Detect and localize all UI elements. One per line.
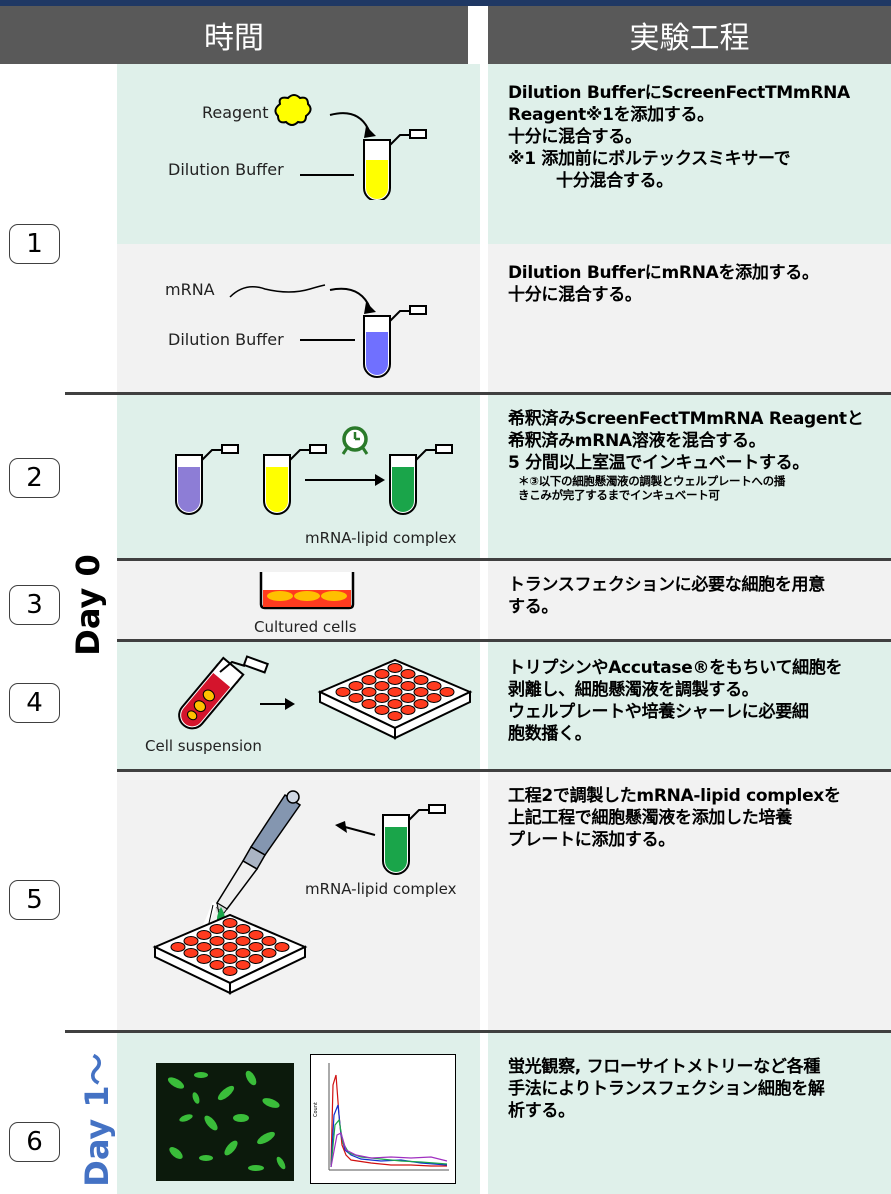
- label-cell-suspension: Cell suspension: [145, 737, 262, 755]
- label-dilution-buffer-2: Dilution Buffer: [168, 330, 284, 349]
- desc-band-5: [488, 772, 891, 1030]
- step-number-2: 2: [9, 458, 60, 498]
- chart-ylabel: Count: [313, 1102, 319, 1117]
- blue-tube-icon: [366, 332, 388, 375]
- purple-tube-icon: [178, 467, 200, 512]
- desc-step-4: トリプシンやAccutase®をもちいて細胞を 剥離し、細胞懸濁液を調製する。 …: [508, 657, 888, 745]
- desc-6-line2: 手法によりトランスフェクション細胞を解: [508, 1079, 825, 1099]
- green-tube-icon: [392, 467, 414, 512]
- band-5: [117, 772, 480, 1030]
- label-complex-2: mRNA-lipid complex: [305, 529, 457, 547]
- separator-1: [65, 392, 891, 395]
- desc-2-line1: 希釈済みScreenFectTMmRNA Reagentと: [508, 409, 864, 429]
- band-strip-1a: [117, 64, 133, 244]
- label-mrna: mRNA: [165, 280, 215, 299]
- day-0-label: Day 0: [69, 554, 107, 656]
- desc-6-line1: 蛍光観察, フローサイトメトリーなど各種: [508, 1057, 821, 1077]
- desc-band-1b: [488, 244, 891, 392]
- desc-5-line2: 上記工程で細胞懸濁液を添加した培養: [508, 808, 792, 828]
- clock-icon: [341, 426, 369, 455]
- yellow-tube-2-icon: [266, 467, 288, 512]
- desc-4-line2: 剥離し、細胞懸濁液を調製する。: [508, 680, 759, 700]
- reagent-blob-icon: [274, 94, 312, 126]
- desc-step-6: 蛍光観察, フローサイトメトリーなど各種 手法によりトランスフェクション細胞を解…: [508, 1056, 888, 1122]
- top-bar: [0, 0, 891, 6]
- band-1a: [133, 64, 480, 244]
- step-number-1: 1: [9, 224, 60, 264]
- mrna-strand-icon: [229, 284, 326, 298]
- step2-illustration: [175, 426, 453, 515]
- desc-2-note1: ＊③以下の細胞懸濁液の調製とウェルプレートへの播: [518, 474, 786, 488]
- desc-step-3: トランスフェクションに必要な細胞を用意 する。: [508, 574, 888, 618]
- desc-1a-line1: Dilution BufferにScreenFectTMmRNA: [508, 83, 850, 103]
- desc-1b-line1: Dilution BufferにmRNAを添加する。: [508, 263, 819, 283]
- desc-1a-line5: 十分混合する。: [556, 171, 673, 191]
- day-1-label: Day 1～: [78, 1053, 116, 1187]
- fluorescence-micrograph: [156, 1063, 294, 1181]
- desc-band-2: [488, 395, 891, 558]
- desc-1b-line2: 十分に混合する。: [508, 285, 642, 305]
- step-number-4: 4: [9, 683, 60, 723]
- label-cultured-cells: Cultured cells: [254, 618, 357, 636]
- desc-band-6: [488, 1033, 891, 1194]
- pipette-icon: [214, 790, 302, 914]
- separator-4: [117, 769, 891, 772]
- label-complex-5: mRNA-lipid complex: [305, 880, 457, 898]
- desc-step-1b: Dilution BufferにmRNAを添加する。 十分に混合する。: [508, 262, 888, 306]
- header-process: 実験工程: [488, 6, 891, 64]
- desc-step-1a: Dilution BufferにScreenFectTMmRNA Reagent…: [508, 82, 888, 192]
- desc-2-note2: きこみが完了するまでインキュベート可: [518, 488, 720, 502]
- label-reagent: Reagent: [202, 103, 269, 122]
- desc-1a-line2: Reagent※1を添加する。: [508, 105, 714, 125]
- desc-1a-line4: ※1 添加前にボルテックスミキサーで: [508, 149, 791, 169]
- desc-step-5: 工程2で調製したmRNA-lipid complexを 上記工程で細胞懸濁液を添…: [508, 785, 888, 851]
- step-number-3: 3: [9, 585, 60, 625]
- desc-5-line1: 工程2で調製したmRNA-lipid complexを: [508, 786, 841, 806]
- step4-illustration: [178, 655, 473, 740]
- step1a-illustration: [274, 94, 427, 200]
- desc-step-2: 希釈済みScreenFectTMmRNA Reagentと 希釈済みmRNA溶液…: [508, 408, 888, 502]
- desc-3-line1: トランスフェクションに必要な細胞を用意: [508, 575, 825, 595]
- step-number-6: 6: [9, 1122, 60, 1162]
- band-1b: [117, 244, 480, 392]
- desc-6-line3: 析する。: [508, 1101, 575, 1121]
- green-tube-2-icon: [385, 827, 407, 872]
- desc-2-line3: 5 分間以上室温でインキュベートする。: [508, 453, 810, 473]
- desc-3-line2: する。: [508, 597, 559, 617]
- header-time: 時間: [0, 6, 468, 64]
- separator-5: [65, 1030, 891, 1033]
- desc-band-1a: [488, 64, 891, 244]
- desc-band-4: [488, 642, 891, 769]
- desc-4-line3: ウェルプレートや培養シャーレに必要細: [508, 702, 809, 722]
- flow-cytometry-chart: Count: [310, 1054, 456, 1184]
- step-number-5: 5: [9, 880, 60, 920]
- desc-band-3: [488, 561, 891, 639]
- red-tube-icon: [178, 656, 245, 730]
- well-plate-icon: [317, 658, 473, 740]
- step5-illustration: [152, 790, 446, 995]
- label-dilution-buffer-1: Dilution Buffer: [168, 160, 284, 179]
- desc-5-line3: プレートに添加する。: [508, 830, 675, 850]
- separator-3: [117, 639, 891, 642]
- yellow-tube-icon: [366, 160, 388, 199]
- culture-dish-icon: [259, 572, 355, 610]
- desc-4-line1: トリプシンやAccutase®をもちいて細胞を: [508, 658, 843, 678]
- desc-2-line2: 希釈済みmRNA溶液を混合する。: [508, 431, 766, 451]
- desc-4-line4: 胞数播く。: [508, 724, 592, 744]
- separator-2: [117, 558, 891, 561]
- step1b-illustration: [229, 284, 427, 378]
- well-plate-2-icon: [152, 913, 308, 995]
- desc-1a-line3: 十分に混合する。: [508, 127, 642, 147]
